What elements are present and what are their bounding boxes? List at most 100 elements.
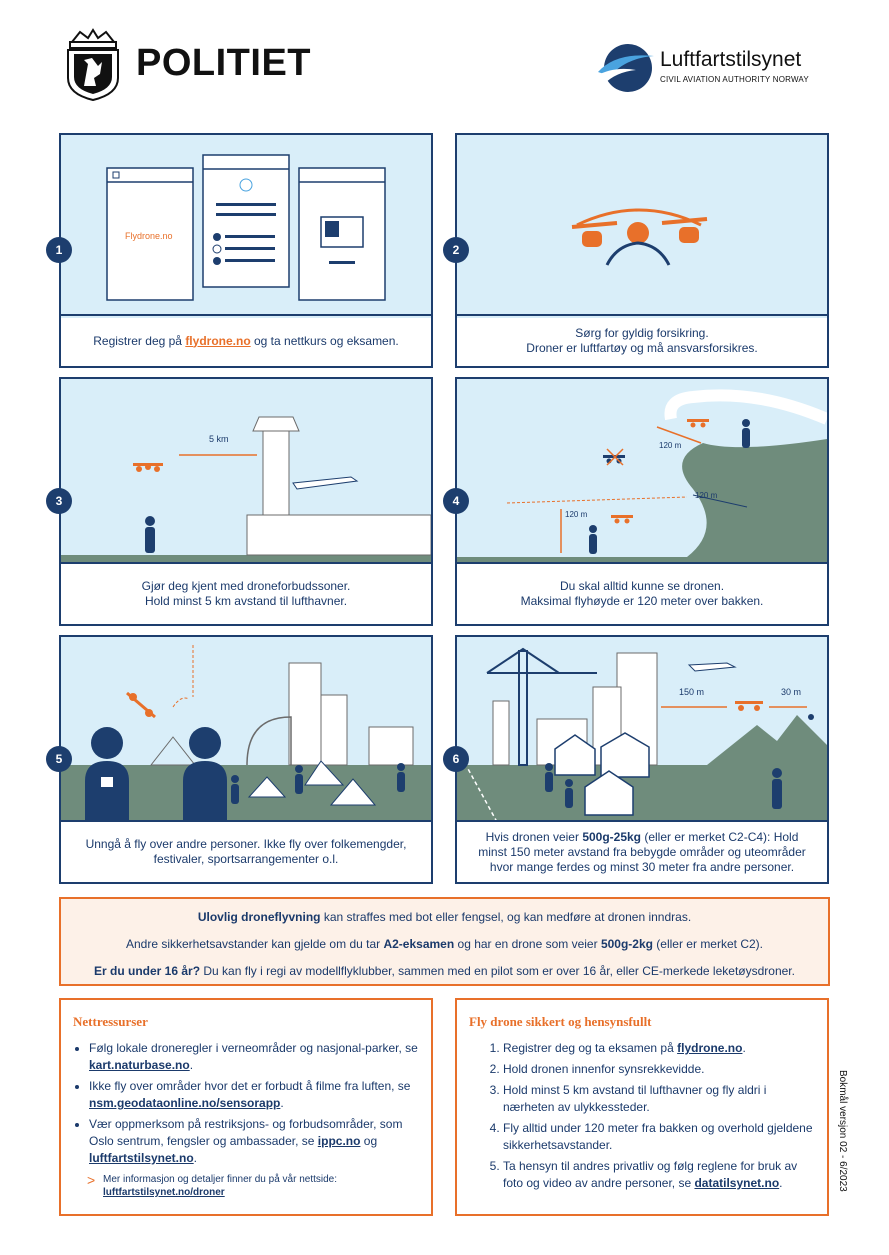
panel-6-caption: Hvis dronen veier 500g-25kg (eller er me…	[457, 820, 827, 882]
luftfartstilsynet-link[interactable]: luftfartstilsynet.no	[89, 1151, 194, 1165]
chevron-right-icon: >	[87, 1172, 96, 1188]
list-item: Hold minst 5 km avstand til lufthavner o…	[503, 1082, 817, 1116]
panel-1: Flydrone.no Registrer deg på flydrone.no…	[59, 133, 433, 368]
safety-box: Fly drone sikkert og hensynsfullt Regist…	[455, 998, 829, 1216]
item-text: Ikke fly over områder hvor det er forbud…	[89, 1079, 411, 1093]
warning-text: Andre sikkerhetsavstander kan gjelde om …	[125, 937, 384, 951]
item-text: .	[742, 1041, 746, 1055]
item-text: Hold dronen innenfor synsrekkevidde.	[503, 1062, 705, 1076]
registration-illustration	[106, 154, 386, 301]
warning-line-1: Ulovlig droneflyvning kan straffes med b…	[61, 910, 828, 924]
item-text: Fly alltid under 120 meter fra bakken og…	[503, 1121, 813, 1152]
panel-4-scene: 120 m 120 m 120 m	[457, 379, 827, 564]
item-text: Registrer deg og ta eksamen på	[503, 1041, 678, 1055]
panel-2-scene	[457, 135, 827, 318]
more-info-text: Mer informasjon og detaljer finner du på…	[103, 1174, 338, 1185]
panel-5-scene	[61, 637, 431, 822]
warning-line-2: Andre sikkerhetsavstander kan gjelde om …	[61, 937, 828, 951]
panel-3-caption: Gjør deg kjent med droneforbudssoner. Ho…	[61, 562, 431, 624]
panel-5-caption: Unngå å fly over andre personer. Ikke fl…	[61, 820, 431, 882]
police-crest-icon	[67, 28, 119, 102]
panel-2: Sørg for gyldig forsikring. Droner er lu…	[455, 133, 829, 368]
warning-bold: A2-eksamen	[383, 937, 455, 951]
authority-logo: Luftfartstilsynet CIVIL AVIATION AUTHORI…	[596, 42, 846, 102]
authority-subtitle: CIVIL AVIATION AUTHORITY NORWAY	[660, 75, 809, 84]
datatilsynet-link[interactable]: datatilsynet.no	[694, 1176, 780, 1190]
more-info: Mer informasjon og detaljer finner du på…	[103, 1173, 419, 1199]
list-item: Hold dronen innenfor synsrekkevidde.	[503, 1061, 817, 1078]
police-logo: POLITIET	[62, 28, 332, 108]
panel-2-caption: Sørg for gyldig forsikring. Droner er lu…	[457, 314, 827, 366]
item-text: .	[280, 1096, 284, 1110]
warning-bold: Ulovlig droneflyvning	[197, 910, 321, 924]
distance-label: 150 m	[679, 687, 705, 697]
item-text: .	[193, 1151, 198, 1165]
distance-illustration	[457, 647, 827, 822]
item-text: Følg lokale droneregler i verneområder o…	[89, 1041, 418, 1055]
height-label: 120 m	[565, 510, 588, 519]
panel-5: Unngå å fly over andre personer. Ikke fl…	[59, 635, 433, 884]
warning-text: Du kan fly i regi av modellflyklubber, s…	[200, 964, 795, 978]
step-number-6: 6	[443, 746, 469, 772]
caption-text: Registrer deg på	[93, 333, 186, 348]
drone-illustration	[571, 208, 708, 266]
ippc-link[interactable]: ippc.no	[317, 1134, 361, 1148]
distance-label: 5 km	[209, 434, 229, 444]
flydrone-link[interactable]: flydrone.no	[677, 1041, 743, 1055]
warning-bold: 500g-2kg	[600, 937, 653, 951]
resources-title: Nettressurser	[73, 1014, 148, 1029]
sensorapp-link[interactable]: nsm.geodataonline.no/sensorapp	[89, 1096, 281, 1110]
caption-line: Gjør deg kjent med droneforbudssoner.	[141, 579, 351, 593]
panel-1-scene: Flydrone.no	[61, 135, 431, 318]
panel-4: 120 m 120 m 120 m Du skal alltid kunne s…	[455, 377, 829, 626]
step-number-5: 5	[46, 746, 72, 772]
panel-3-scene: 5 km	[61, 379, 431, 564]
naturbase-link[interactable]: kart.naturbase.no	[89, 1058, 190, 1072]
resources-box: Nettressurser Følg lokale droneregler i …	[59, 998, 433, 1216]
safety-title: Fly drone sikkert og hensynsfullt	[469, 1014, 652, 1029]
resources-list: Følg lokale droneregler i verneområder o…	[89, 1040, 421, 1171]
item-text: .	[779, 1176, 783, 1190]
step-number-1: 1	[46, 237, 72, 263]
height-label: 120 m	[695, 491, 718, 500]
warning-box: Ulovlig droneflyvning kan straffes med b…	[59, 897, 830, 986]
police-name: POLITIET	[136, 42, 311, 84]
step-number-2: 2	[443, 237, 469, 263]
panel-1-caption: Registrer deg på flydrone.no og ta nettk…	[61, 314, 431, 366]
airport-illustration	[61, 416, 431, 564]
panel-3: 5 km Gjør deg kjent med droneforbudssone…	[59, 377, 433, 626]
safety-list: Registrer deg og ta eksamen på flydrone.…	[503, 1040, 817, 1196]
version-label: Bokmål versjon 02 - 6/2023	[837, 1070, 848, 1192]
caption-line: Hold minst 5 km avstand til lufthavner.	[144, 594, 348, 608]
item-text: og	[360, 1134, 378, 1148]
caption-line: Sørg for gyldig forsikring.	[575, 326, 709, 340]
list-item: Følg lokale droneregler i verneområder o…	[89, 1040, 421, 1074]
list-item: Ta hensyn til andres privatliv og følg r…	[503, 1158, 817, 1192]
warning-text: og har en drone som veier	[454, 937, 601, 951]
caption-line: Droner er luftfartøy og må ansvarsforsik…	[526, 341, 758, 355]
panel-6-scene: 150 m 30 m	[457, 637, 827, 822]
item-text: Hold minst 5 km avstand til lufthavner o…	[503, 1083, 767, 1114]
panel-4-caption: Du skal alltid kunne se dronen. Maksimal…	[457, 562, 827, 624]
warning-bold: Er du under 16 år?	[94, 964, 201, 978]
warning-line-3: Er du under 16 år? Du kan fly i regi av …	[61, 964, 828, 978]
item-text: .	[189, 1058, 194, 1072]
height-label: 120 m	[659, 441, 682, 450]
list-item: Registrer deg og ta eksamen på flydrone.…	[503, 1040, 817, 1057]
caption-text: og ta nettkurs og eksamen.	[250, 333, 399, 348]
caption-line: festivaler, sportsarrangementer o.l.	[153, 852, 339, 866]
authority-name: Luftfartstilsynet	[660, 48, 802, 71]
weight-range: 500g-25kg	[582, 829, 642, 844]
warning-text: (eller er merket C2).	[652, 937, 763, 951]
item-text: Ta hensyn til andres privatliv og følg r…	[503, 1159, 798, 1190]
warning-text: kan straffes med bot eller fengsel, og k…	[320, 910, 692, 924]
visual-line-of-sight-illustration	[457, 389, 827, 564]
caption-text: Hvis dronen veier	[485, 829, 583, 844]
flydrone-link[interactable]: flydrone.no	[185, 333, 251, 348]
list-item: Vær oppmerksom på restriksjons- og forbu…	[89, 1116, 421, 1167]
caption-line: Maksimal flyhøyde er 120 meter over bakk…	[520, 594, 764, 608]
droner-link[interactable]: luftfartstilsynet.no/droner	[103, 1187, 225, 1198]
list-item: Fly alltid under 120 meter fra bakken og…	[503, 1120, 817, 1154]
crowd-illustration	[61, 645, 431, 822]
panel-6: 150 m 30 m Hvis dronen veier 500g-25kg (…	[455, 635, 829, 884]
